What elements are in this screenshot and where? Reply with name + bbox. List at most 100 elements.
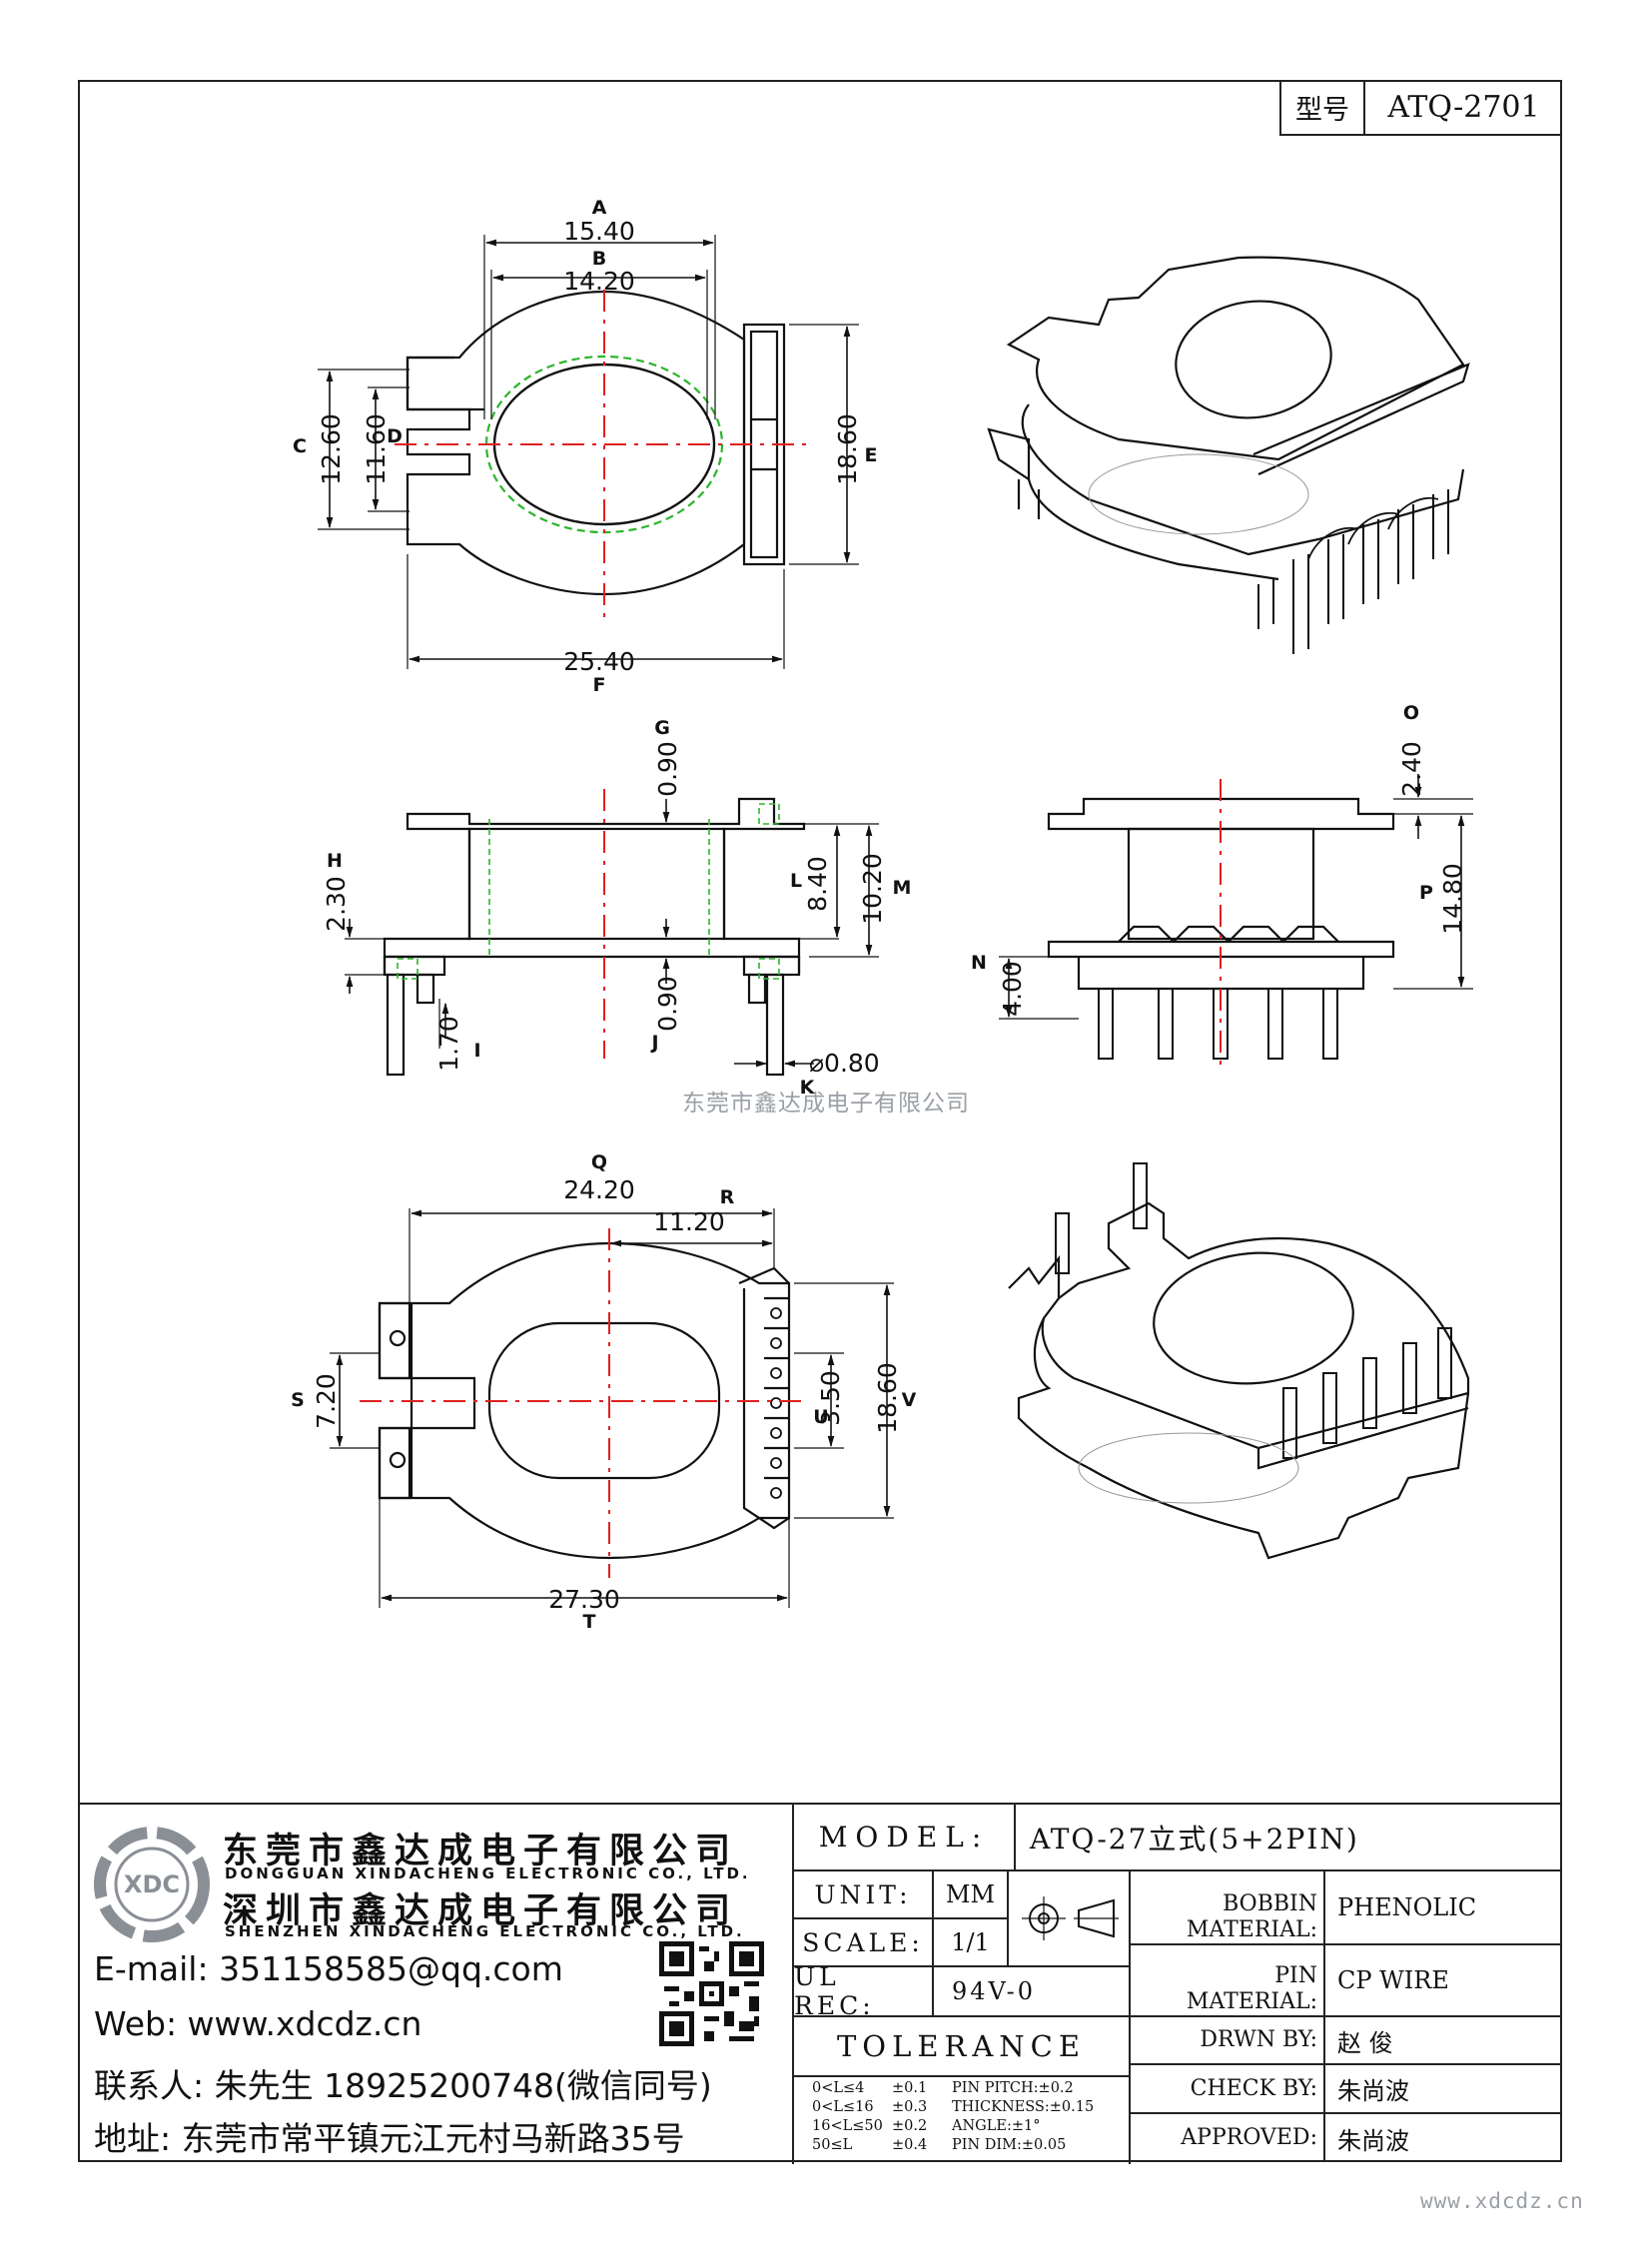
dim-value-n: 4.00 xyxy=(998,961,1027,1017)
dim-letter-r: R xyxy=(720,1186,735,1208)
bobbin-label-line2: MATERIAL: xyxy=(1186,1917,1317,1942)
isometric-view-bottom xyxy=(1008,1162,1470,1560)
pin-material-label: PIN MATERIAL: xyxy=(1131,1945,1325,2017)
dim-letter-n: N xyxy=(971,952,987,974)
dim-letter-v: V xyxy=(902,1389,917,1411)
dim-value-f: 25.40 xyxy=(563,647,635,676)
dim-value-v: 18.60 xyxy=(873,1362,902,1434)
dim-letter-i: I xyxy=(473,1040,480,1062)
side-view xyxy=(345,789,879,1077)
dim-value-j: 0.90 xyxy=(653,976,682,1032)
dim-value-m: 10.20 xyxy=(858,853,887,925)
projection-symbol xyxy=(1009,1871,1131,1967)
dim-letter-t: T xyxy=(583,1611,596,1633)
company-name-en-shenzhen: SHENZHEN XINDACHENG ELECTRONIC CO., LTD. xyxy=(225,1922,745,1940)
company-name-cn-shenzhen: 深圳市鑫达成电子有限公司 xyxy=(223,1891,739,1931)
dim-value-k: ⌀0.80 xyxy=(809,1049,880,1078)
dim-value-r: 11.20 xyxy=(653,1207,725,1236)
footer-website: www.xdcdz.cn xyxy=(1420,2189,1584,2213)
company-name-cn-dongguan: 东莞市鑫达成电子有限公司 xyxy=(223,1832,739,1871)
type-label: 型号 xyxy=(1281,80,1365,134)
dim-value-g: 0.90 xyxy=(653,741,682,797)
bobbin-material-value: PHENOLIC xyxy=(1325,1871,1562,1945)
logo-text: XDC xyxy=(124,1870,180,1898)
approved-value: 朱尚波 xyxy=(1337,2126,1409,2155)
dim-value-l: 8.40 xyxy=(803,856,832,912)
unit-value: MM xyxy=(934,1871,1009,1919)
unit-label: UNIT: xyxy=(794,1871,934,1919)
dim-value-a: 15.40 xyxy=(563,217,635,246)
ul-value: 94V-0 xyxy=(934,1967,1131,2017)
top-view xyxy=(318,235,859,669)
dim-value-o: 2.40 xyxy=(1397,741,1426,797)
model-divider xyxy=(1014,1805,1016,1871)
pin-label-line2: MATERIAL: xyxy=(1186,1989,1317,2014)
engineering-drawings: A 15.40 B 14.20 C 12.60 D 11.60 E 18.60 … xyxy=(291,197,1473,1633)
scale-label: SCALE: xyxy=(794,1919,934,1967)
watermark-text: 东莞市鑫达成电子有限公司 xyxy=(682,1091,970,1117)
type-number-box: 型号 ATQ-2701 xyxy=(1279,80,1562,136)
pin-label-line1: PIN xyxy=(1274,1963,1317,1988)
tolerance-range: 0<L≤16 xyxy=(812,2099,874,2115)
model-row: MODEL: ATQ-27立式(5+2PIN) xyxy=(794,1805,1562,1871)
dim-letter-o: O xyxy=(1403,702,1419,724)
tolerance-row: 50≤L ±0.4 PIN DIM:±0.05 xyxy=(796,2137,1131,2156)
dim-value-c: 12.60 xyxy=(317,413,346,485)
dim-letter-p: P xyxy=(1419,882,1433,904)
dim-value-b: 14.20 xyxy=(563,267,635,296)
tolerance-table: 0<L≤4 ±0.1 PIN PITCH:±0.2 0<L≤16 ±0.3 TH… xyxy=(796,2080,1131,2162)
dim-letter-d: D xyxy=(387,425,403,447)
tolerance-value: ±0.2 xyxy=(892,2118,928,2134)
dim-letter-f: F xyxy=(593,674,606,696)
contact-email: E-mail: 351158585@qq.com xyxy=(94,1949,563,1988)
tolerance-range: 0<L≤4 xyxy=(812,2080,865,2096)
dim-value-u: 3.50 xyxy=(816,1370,845,1426)
dim-value-s: 7.20 xyxy=(312,1373,341,1429)
ul-label: UL REC: xyxy=(794,1962,934,2020)
bottom-view xyxy=(330,1208,894,1608)
dim-letter-k: K xyxy=(800,1077,816,1099)
front-view xyxy=(999,774,1473,1069)
bobbin-material-label: BOBBIN MATERIAL: xyxy=(1131,1871,1325,1945)
dim-letter-h: H xyxy=(327,850,343,872)
dim-letter-q: Q xyxy=(591,1151,607,1173)
tolerance-row: 16<L≤50 ±0.2 ANGLE:±1° xyxy=(796,2118,1131,2137)
dim-value-p: 14.80 xyxy=(1438,863,1467,935)
dim-letter-a: A xyxy=(592,197,607,219)
title-block: XDC 东莞市鑫达成电子有限公司 DONGGUAN XINDACHENG ELE… xyxy=(78,1803,1562,2164)
dim-letter-c: C xyxy=(293,435,307,457)
dim-value-h: 2.30 xyxy=(322,876,351,932)
tolerance-row: 0<L≤16 ±0.3 THICKNESS:±0.15 xyxy=(796,2099,1131,2118)
third-angle-projection-icon xyxy=(1022,1896,1119,1940)
dim-letter-u: U xyxy=(813,1406,828,1428)
scale-value: 1/1 xyxy=(934,1919,1009,1967)
tolerance-item: THICKNESS:±0.15 xyxy=(952,2099,1095,2115)
tolerance-item: PIN DIM:±0.05 xyxy=(952,2137,1067,2153)
check-by-value: 朱尚波 xyxy=(1325,2065,1562,2114)
dim-letter-j: J xyxy=(649,1032,658,1054)
tolerance-divider xyxy=(1129,2077,1131,2164)
model-value: ATQ-27立式(5+2PIN) xyxy=(1030,1822,1359,1856)
dim-value-i: 1.70 xyxy=(434,1016,463,1072)
spec-table: MODEL: ATQ-27立式(5+2PIN) UNIT: MM SCALE: … xyxy=(792,1805,1562,2164)
drawing-frame xyxy=(78,80,1562,2162)
tolerance-item: ANGLE:±1° xyxy=(952,2118,1041,2134)
bobbin-label-line1: BOBBIN xyxy=(1223,1891,1317,1916)
model-label: MODEL: xyxy=(818,1821,990,1854)
dim-value-e: 18.60 xyxy=(833,413,862,485)
dim-letter-e: E xyxy=(865,444,878,466)
dim-letter-g: G xyxy=(654,717,670,739)
company-info: XDC 东莞市鑫达成电子有限公司 DONGGUAN XINDACHENG ELE… xyxy=(78,1805,792,2164)
pin-material-value: CP WIRE xyxy=(1325,1945,1562,2017)
tolerance-item: PIN PITCH:±0.2 xyxy=(952,2080,1074,2096)
company-logo-icon: XDC xyxy=(94,1827,210,1942)
tolerance-value: ±0.1 xyxy=(892,2080,928,2096)
contact-web: Web: www.xdcdz.cn xyxy=(94,2004,422,2043)
tolerance-range: 16<L≤50 xyxy=(812,2118,883,2134)
dim-value-t: 27.30 xyxy=(548,1585,620,1614)
approved-label: APPROVED: xyxy=(1131,2114,1325,2162)
contact-person: 联系人: 朱先生 18925200748(微信同号) xyxy=(94,2066,712,2105)
drawn-by-value: 赵 俊 xyxy=(1325,2017,1562,2065)
qr-code-icon xyxy=(659,1941,764,2046)
isometric-view-top xyxy=(987,256,1470,654)
